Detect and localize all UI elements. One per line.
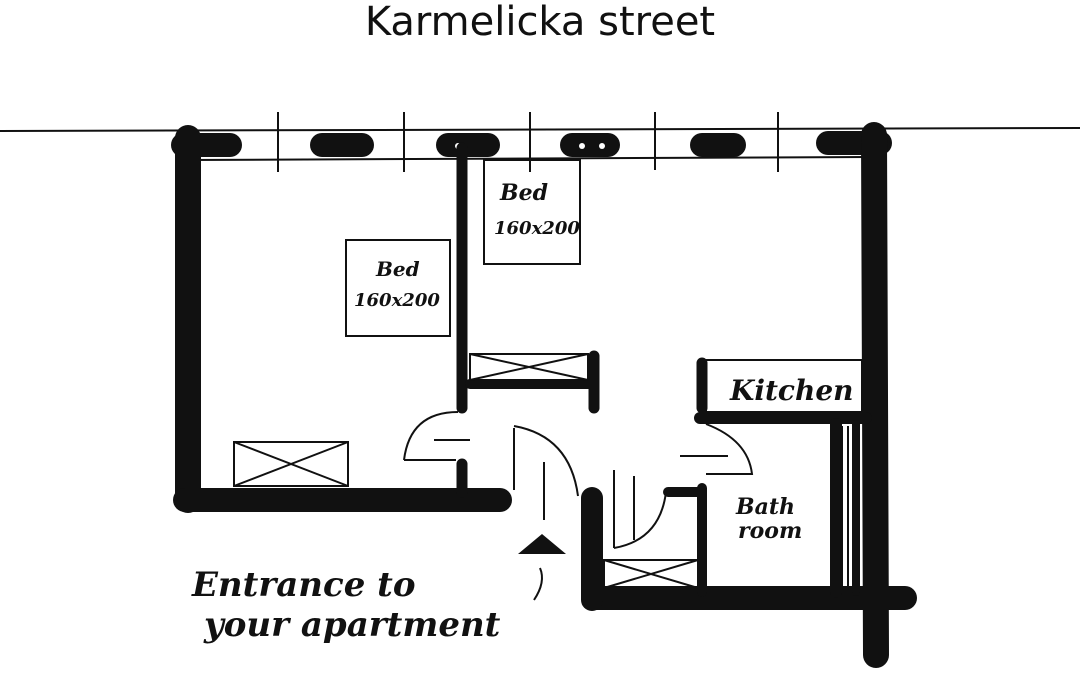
wardrobe-middle <box>469 353 589 381</box>
entrance-label-line2: your apartment <box>203 605 501 645</box>
bed-left <box>345 239 451 337</box>
door-swings <box>403 411 754 549</box>
entrance-arrow-icon <box>518 534 566 554</box>
bed-right <box>483 159 581 265</box>
bed-right-size: 160x200 <box>494 218 580 239</box>
top-wall-segments <box>171 131 892 157</box>
bed-right-label: Bed <box>499 180 548 206</box>
entrance-pointer <box>533 567 543 601</box>
bath-curtain <box>841 426 865 592</box>
outer-walls <box>173 122 917 668</box>
window-strip-line <box>184 156 871 161</box>
inner-walls <box>456 142 872 598</box>
wardrobe-bathroom <box>603 559 699 589</box>
window-dividers <box>277 112 779 172</box>
kitchen-counter <box>705 359 863 413</box>
wardrobe-left <box>233 441 349 487</box>
bathroom-label-line2: room <box>738 518 802 544</box>
diagram-title: Karmelicka street <box>364 0 716 45</box>
bed-left-label: Bed <box>375 257 420 281</box>
bathroom-label-line1: Bath <box>735 494 795 520</box>
street-line <box>0 127 1080 132</box>
bed-left-size: 160x200 <box>354 290 440 311</box>
entrance-label-line1: Entrance to <box>191 565 416 605</box>
kitchen-label: Kitchen <box>729 374 853 407</box>
